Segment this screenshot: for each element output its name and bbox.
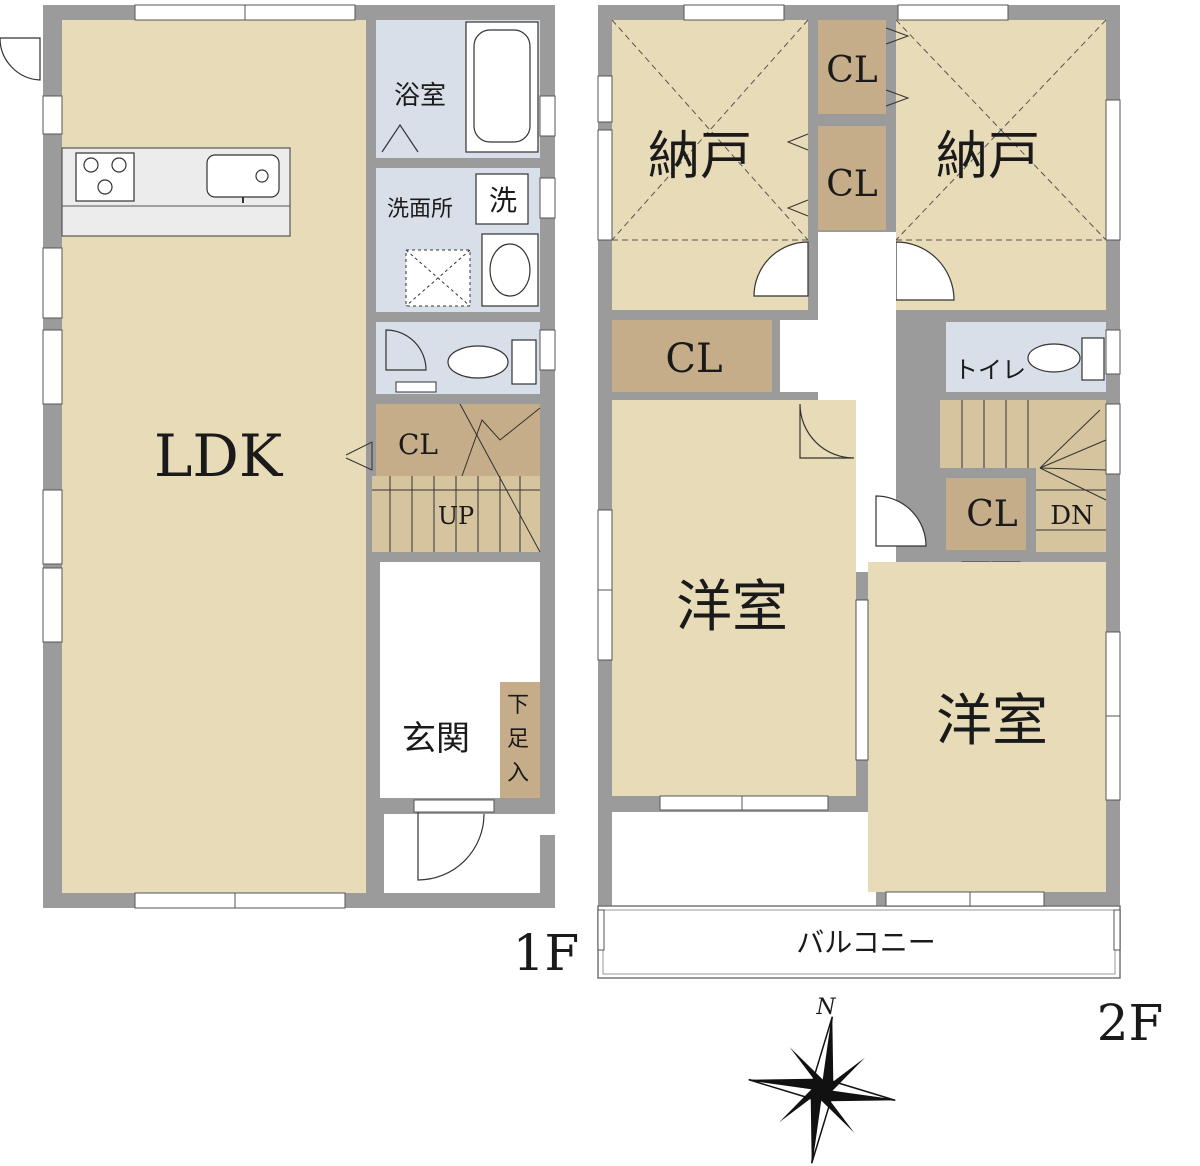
entrance-label: 玄関 [402, 719, 470, 759]
balcony-area [612, 812, 876, 908]
western-left-label: 洋室 [676, 575, 788, 640]
closet-1f [376, 404, 540, 476]
closet-stair-label: CL [966, 494, 1018, 535]
bath-label: 浴室 [394, 81, 446, 111]
closet-left [612, 320, 772, 392]
floor-1f-label: 1F [513, 924, 580, 982]
toilet-2f-label: トイレ [954, 356, 1026, 384]
closet-left-label: CL [665, 336, 722, 382]
compass-rose [748, 1016, 896, 1164]
shoe-storage-label-3: 入 [507, 761, 529, 786]
closet-stair [946, 478, 1026, 550]
storage-left-label: 納戸 [648, 127, 752, 187]
shoe-storage [500, 682, 540, 798]
toilet-icon [511, 339, 537, 385]
washer-icon [475, 173, 529, 225]
hall-1f [380, 562, 540, 682]
balcony-floor [597, 905, 1121, 979]
closet-1f-label: CL [398, 428, 438, 461]
closet-top [818, 20, 886, 114]
western-room-right [868, 562, 1106, 892]
ldk-label: LDK [154, 422, 284, 490]
storage-right-label: 納戸 [936, 127, 1040, 187]
balcony-label: バルコニー [796, 926, 935, 959]
stairs-down [940, 400, 1106, 468]
first-floor [0, 4, 556, 909]
stairs-down-label: DN [1050, 501, 1094, 531]
washer-label: 洗 [489, 184, 517, 217]
western-right-label: 洋室 [936, 689, 1048, 754]
washroom-label: 洗面所 [387, 197, 453, 222]
closet-mid [818, 126, 886, 230]
shoe-storage-label-2: 足 [507, 727, 529, 752]
compass-north-label: N [815, 995, 836, 1020]
closet-mid-label: CL [826, 164, 878, 205]
second-floor [597, 4, 1121, 979]
entrance-area [380, 682, 500, 798]
closet-top-label: CL [826, 50, 878, 91]
floor-2f-label: 2F [1097, 994, 1164, 1052]
shoe-storage-label-1: 下 [507, 693, 529, 718]
porch-area [384, 814, 555, 908]
western-room-left [612, 400, 856, 796]
stairs-up-label: UP [438, 502, 474, 530]
